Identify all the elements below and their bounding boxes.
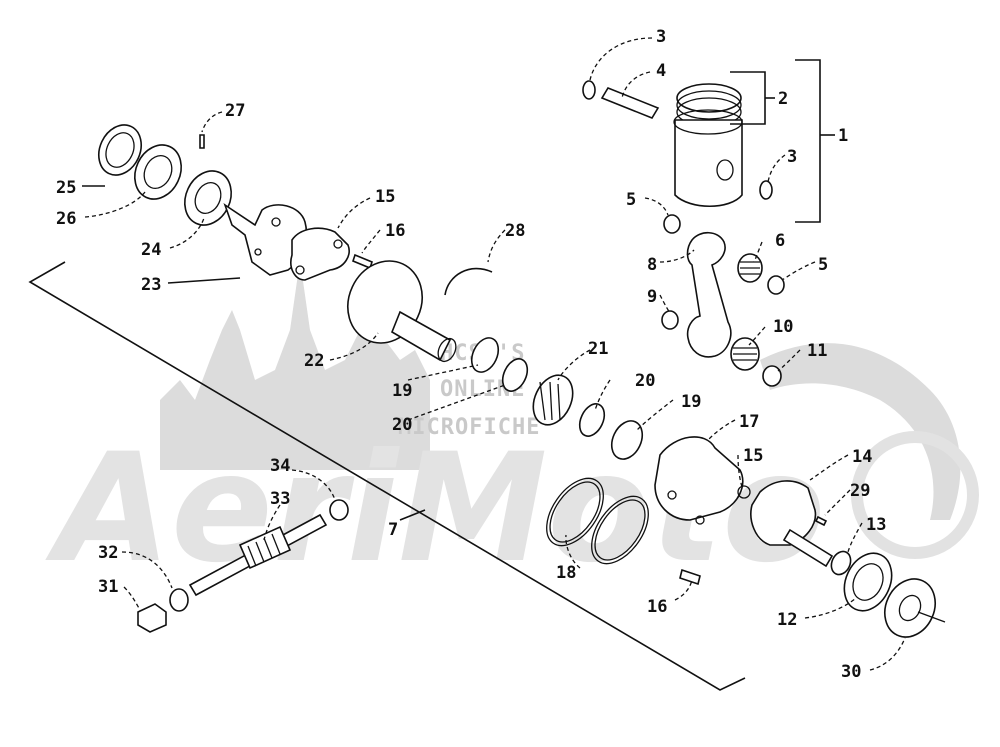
ring-18-b: [591, 495, 649, 565]
callout-19: 19: [392, 381, 412, 401]
screw-16-bottom: [679, 568, 701, 586]
seal-25: [98, 124, 142, 176]
washer-9: [661, 310, 679, 330]
callout-27: 27: [225, 101, 245, 121]
callout-2: 2: [778, 89, 788, 109]
counterweight-15-right: [737, 485, 751, 499]
callout-3: 3: [787, 147, 797, 167]
washer-20-left: [501, 358, 529, 392]
ring-13: [830, 550, 852, 576]
callout-18: 18: [556, 563, 576, 583]
callout-17: 17: [739, 412, 759, 432]
screw-16-top: [352, 253, 373, 270]
bearing-19-right: [610, 420, 644, 460]
callout-32: 32: [98, 543, 118, 563]
bearing-19-left: [470, 337, 500, 373]
clip-3-right: [759, 180, 773, 200]
crankshaft-14: [750, 480, 817, 546]
clip-3-top: [582, 80, 596, 100]
callout-12: 12: [777, 610, 797, 630]
callout-14: 14: [852, 447, 872, 467]
callout-33: 33: [270, 489, 290, 509]
washer-32: [169, 588, 189, 612]
callout-15: 15: [743, 446, 763, 466]
callout-25: 25: [56, 178, 76, 198]
callout-8: 8: [647, 255, 657, 275]
conrod-8: [686, 231, 732, 358]
clip-28: [444, 267, 493, 296]
counterweight-15: [290, 227, 350, 281]
parts: [98, 80, 946, 638]
callout-28: 28: [505, 221, 525, 241]
bearing-26: [134, 144, 182, 200]
callout-9: 9: [647, 287, 657, 307]
callout-34: 34: [270, 456, 290, 476]
washer-5-right: [767, 275, 785, 295]
washer-11: [762, 365, 782, 387]
watermark: AeriMoto HCSM'S ONLINE MICROFICHE: [45, 260, 979, 596]
crank-half-17: [654, 436, 744, 521]
leader-lines: [82, 37, 906, 671]
washer-20-right: [578, 403, 606, 437]
watermark-line-3: MICROFICHE: [398, 415, 540, 440]
callout-4: 4: [656, 61, 666, 81]
callout-6: 6: [775, 231, 785, 251]
callout-24: 24: [141, 240, 161, 260]
pin-4: [600, 87, 660, 119]
callout-22: 22: [304, 351, 324, 371]
callout-1: 1: [838, 126, 848, 146]
callout-13: 13: [866, 515, 886, 535]
crank-half-23: [223, 203, 307, 276]
washer-34: [329, 499, 349, 521]
callout-7: 7: [388, 520, 398, 540]
callout-labels: 1 2 3 3 4 5 5 6 7 8 9 10 11 12 13 14 15 …: [56, 27, 886, 682]
callout-31: 31: [98, 577, 118, 597]
callout-3: 3: [656, 27, 666, 47]
callout-5: 5: [626, 190, 636, 210]
roller-21: [532, 374, 574, 426]
callout-29: 29: [850, 481, 870, 501]
callout-20: 20: [635, 371, 655, 391]
callout-10: 10: [773, 317, 793, 337]
key-29: [814, 515, 828, 527]
callout-15: 15: [375, 187, 395, 207]
callout-11: 11: [807, 341, 827, 361]
assembly-outline: [28, 261, 746, 691]
ring-18-a: [546, 477, 604, 547]
callout-21: 21: [588, 339, 608, 359]
washer-5-top: [663, 214, 681, 234]
pin-27: [199, 134, 205, 149]
callout-16: 16: [647, 597, 667, 617]
seal-30: [884, 578, 936, 638]
callout-30: 30: [841, 662, 861, 682]
nut-31: [137, 603, 167, 633]
callout-26: 26: [56, 209, 76, 229]
callout-5: 5: [818, 255, 828, 275]
piston-1: [674, 119, 743, 207]
callout-20: 20: [392, 415, 412, 435]
callout-23: 23: [141, 275, 161, 295]
callout-16: 16: [385, 221, 405, 241]
callout-19: 19: [681, 392, 701, 412]
